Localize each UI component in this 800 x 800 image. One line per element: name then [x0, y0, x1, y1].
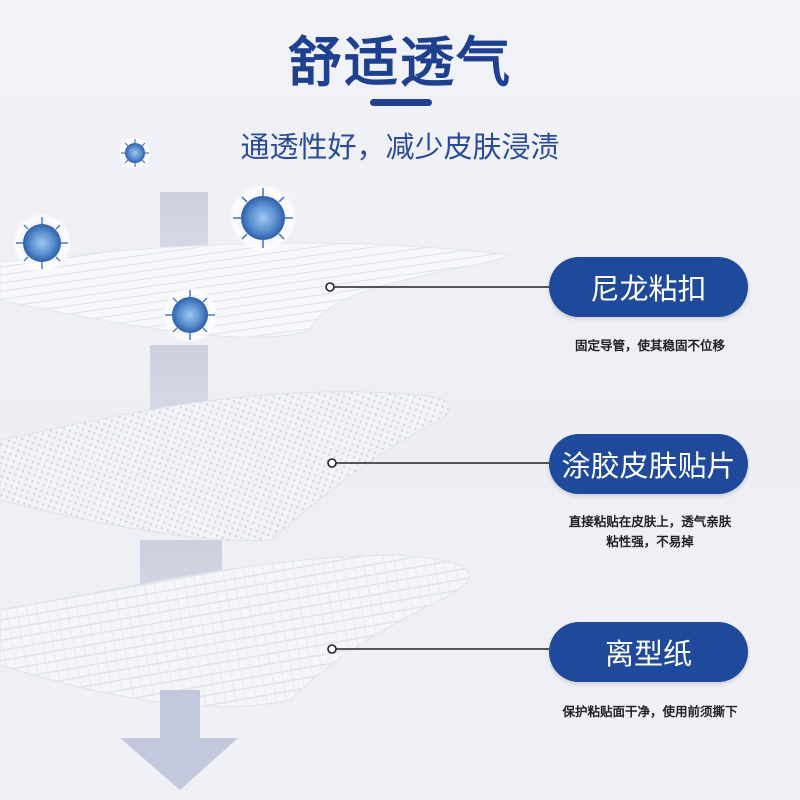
connector-dot [327, 644, 337, 654]
label-nylon-velcro: 尼龙粘扣 [549, 257, 748, 317]
page-title: 舒适透气 [288, 31, 512, 94]
description-nylon-velcro: 固定导管，使其稳固不位移 [574, 338, 725, 353]
down-arrow-icon [120, 690, 238, 790]
virus-icon [162, 287, 218, 343]
layer-adhesive-patch [0, 391, 452, 542]
label-release-paper: 离型纸 [549, 622, 748, 682]
connector-dot [327, 458, 337, 468]
connector-dot [325, 282, 335, 292]
label-adhesive-patch: 涂胶皮肤贴片 [549, 434, 748, 494]
description-line: 直接粘贴在皮肤上，透气亲肤 [568, 514, 732, 529]
description-adhesive-patch: 直接粘贴在皮肤上，透气亲肤 粘性强，不易掉 [540, 512, 760, 552]
description-release-paper: 保护粘贴面干净，使用前须撕下 [562, 704, 738, 719]
page-subtitle: 通透性好，减少皮肤浸渍 [240, 130, 560, 164]
virus-icon [12, 213, 72, 273]
layer-nylon-velcro [0, 242, 512, 338]
virus-icon [119, 137, 151, 169]
title-underline [370, 99, 432, 106]
layer-release-paper [0, 554, 470, 708]
connector-lines [330, 286, 549, 650]
description-line: 粘性强，不易掉 [606, 534, 694, 549]
virus-icon [229, 184, 297, 252]
